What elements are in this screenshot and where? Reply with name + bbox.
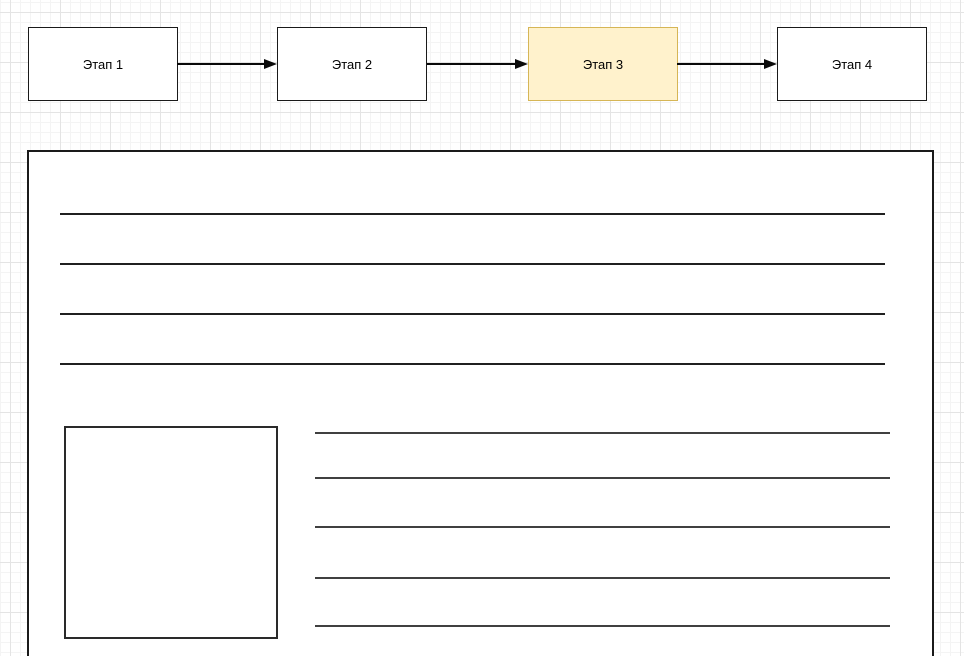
text-rule-line[interactable] (60, 263, 885, 265)
flow-step-4[interactable]: Этап 4 (777, 27, 927, 101)
flow-step-1[interactable]: Этап 1 (28, 27, 178, 101)
text-rule-line[interactable] (315, 577, 890, 579)
text-rule-line[interactable] (60, 213, 885, 215)
connector-arrow-3[interactable] (677, 57, 777, 71)
flow-step-1-label: Этап 1 (82, 56, 124, 72)
document-frame-shape[interactable] (27, 150, 934, 656)
arrowhead-icon (264, 59, 277, 69)
flow-step-2[interactable]: Этап 2 (277, 27, 427, 101)
arrow-shaft (427, 63, 517, 65)
image-placeholder-shape[interactable] (64, 426, 278, 639)
flow-step-3[interactable]: Этап 3 (528, 27, 678, 101)
arrow-shaft (177, 63, 266, 65)
text-rule-line[interactable] (315, 625, 890, 627)
arrowhead-icon (515, 59, 528, 69)
flow-step-3-label: Этап 3 (582, 56, 624, 72)
connector-arrow-1[interactable] (177, 57, 277, 71)
flow-step-4-label: Этап 4 (831, 56, 873, 72)
flow-step-2-label: Этап 2 (331, 56, 373, 72)
text-rule-line[interactable] (60, 313, 885, 315)
connector-arrow-2[interactable] (427, 57, 528, 71)
text-rule-line[interactable] (315, 526, 890, 528)
text-rule-line[interactable] (315, 477, 890, 479)
arrow-shaft (677, 63, 766, 65)
text-rule-line[interactable] (60, 363, 885, 365)
arrowhead-icon (764, 59, 777, 69)
text-rule-line[interactable] (315, 432, 890, 434)
